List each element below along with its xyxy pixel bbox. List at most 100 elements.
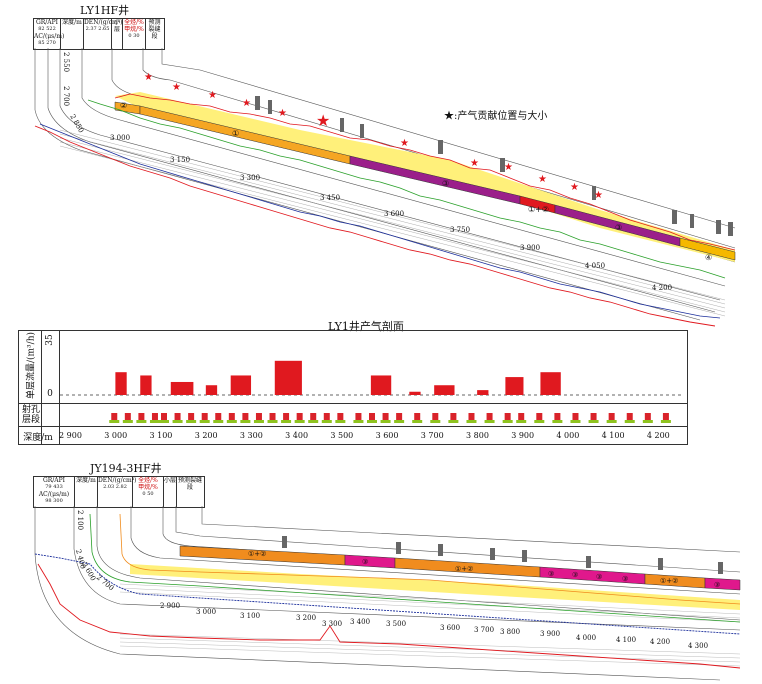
flow-bar <box>409 391 421 395</box>
perforation-base <box>534 420 545 423</box>
perforation-base <box>149 420 160 423</box>
flow-bar <box>140 375 152 395</box>
methane-label: 甲烷/% <box>138 484 158 491</box>
top-layer-bands <box>114 101 736 261</box>
along-depth-label: 4 300 <box>688 642 708 650</box>
along-depth-label: 3 200 <box>296 614 316 622</box>
depth-header: 深度/m <box>75 477 98 507</box>
perforation-mark <box>111 413 118 420</box>
label-divider <box>59 331 60 444</box>
top-layer-label: ② <box>120 101 127 110</box>
bottom-layer-label: ①+② <box>248 550 266 558</box>
depth-tick-label: 3 900 <box>511 431 534 440</box>
gr-ac-header: GR/API 79 433 AC/(μs/m) 98 300 <box>34 477 75 507</box>
along-depth-label: 4 100 <box>616 636 636 644</box>
along-depth-label: 4 000 <box>576 634 596 642</box>
depth-tick-label: 3 500 <box>330 431 353 440</box>
perforation-base <box>226 420 237 423</box>
perforation-mark <box>486 413 493 420</box>
perforation-base <box>122 420 133 423</box>
perforation-base <box>642 420 653 423</box>
fracture-marks <box>255 96 733 236</box>
den-curve <box>89 513 741 623</box>
fracture-header: 预测裂缝段 <box>146 19 163 49</box>
top-layer-label: ④ <box>705 253 712 262</box>
ac-label: AC/(μs/m) <box>38 491 70 498</box>
perforation-mark <box>432 413 439 420</box>
perforation-base <box>172 420 183 423</box>
perforation-base <box>448 420 459 423</box>
along-depth-label: 3 700 <box>474 626 494 634</box>
den-label: DEN/(g/cm³) <box>84 19 123 26</box>
perforation-mark <box>554 413 561 420</box>
perforation-mark <box>572 413 579 420</box>
gas-star-icon: ★ <box>504 162 513 173</box>
gas-curve <box>114 93 736 251</box>
depth-tick-label: 3 200 <box>195 431 218 440</box>
perforation-mark <box>369 413 375 420</box>
along-depth-label: 4 050 <box>585 262 605 270</box>
top-well-title: LY1HF井 <box>80 4 130 17</box>
fracture-label: 预测裂缝段 <box>148 19 161 40</box>
flow-bar <box>540 372 561 395</box>
perforation-base <box>552 420 563 423</box>
perforation-mark <box>269 413 276 420</box>
perforation-base <box>606 420 617 423</box>
perforation-mark <box>590 413 597 420</box>
depth-tick-label: 3 400 <box>285 431 308 440</box>
along-depth-label: 3 000 <box>110 134 130 142</box>
bottom-layer-bands <box>179 545 741 591</box>
perforation-mark <box>518 413 525 420</box>
perforation-base <box>267 420 278 423</box>
fracture-header: 预测裂缝段 <box>177 477 203 507</box>
flow-bar <box>434 385 455 395</box>
gas-star-icon: ★ <box>278 108 287 119</box>
gas-star-icon: ★ <box>400 138 409 149</box>
ac-curve <box>39 123 721 319</box>
perforation-mark <box>283 413 290 420</box>
perforation-base <box>570 420 581 423</box>
top-well-panel: ② ① ③ ①+② ③ ④ ★ ★ ★ ★ ★ ★ ★ ★ ★ ★ ★ ★ 2 … <box>34 48 736 327</box>
depth-tick-label: 2 900 <box>59 431 82 440</box>
perforation-mark <box>414 413 421 420</box>
gas-header: 全烃/% 甲烷/% 0 30 <box>123 19 146 49</box>
perforation-base <box>186 420 197 423</box>
perforation-mark <box>608 413 615 420</box>
perforation-base <box>430 420 441 423</box>
bottom-well-panel: ①+② ③ ①+② ③ ③ ③ ③ ①+② ③ 2 100 2 400 2 60… <box>34 506 741 681</box>
along-depth-label: 3 900 <box>540 630 560 638</box>
perforation-base <box>240 420 251 423</box>
gr-label: GR/API <box>42 477 66 484</box>
den-curve <box>87 99 726 279</box>
perforation-base <box>335 420 346 423</box>
bottom-layer-label: ①+② <box>660 577 678 585</box>
along-depth-label: 3 800 <box>500 628 520 636</box>
top-layer-label: ①+② <box>528 205 549 214</box>
row-divider <box>19 426 687 427</box>
bottom-layer-label: ③ <box>622 575 628 583</box>
ac-range: 98 300 <box>45 498 63 504</box>
perforation-mark <box>644 413 651 420</box>
layer-band-4 <box>679 237 736 261</box>
perforation-base <box>412 420 423 423</box>
perforation-mark <box>255 413 262 420</box>
top-layer-label: ① <box>232 129 239 138</box>
depth-label: 深度/m <box>76 477 96 484</box>
row-divider <box>19 403 687 404</box>
layer-label: 小层 <box>113 19 120 33</box>
along-depth-label: 4 200 <box>652 284 672 292</box>
along-depth-label: 4 200 <box>650 638 670 646</box>
gr-range: 82 522 <box>38 26 56 32</box>
bottom-layer-label: ③ <box>714 581 720 589</box>
perforation-mark <box>337 413 344 420</box>
along-depth-label: 3 300 <box>240 174 260 182</box>
gas-range: 0 50 <box>142 491 154 497</box>
perforation-mark <box>161 413 167 420</box>
methane-label: 甲烷/% <box>124 26 144 33</box>
perforation-mark <box>310 413 317 420</box>
perforation-base <box>502 420 513 423</box>
flow-bar <box>170 381 194 395</box>
perforation-base <box>213 420 224 423</box>
depth-label: 深度/m <box>62 19 82 26</box>
along-depth-label: 3 900 <box>520 244 540 252</box>
